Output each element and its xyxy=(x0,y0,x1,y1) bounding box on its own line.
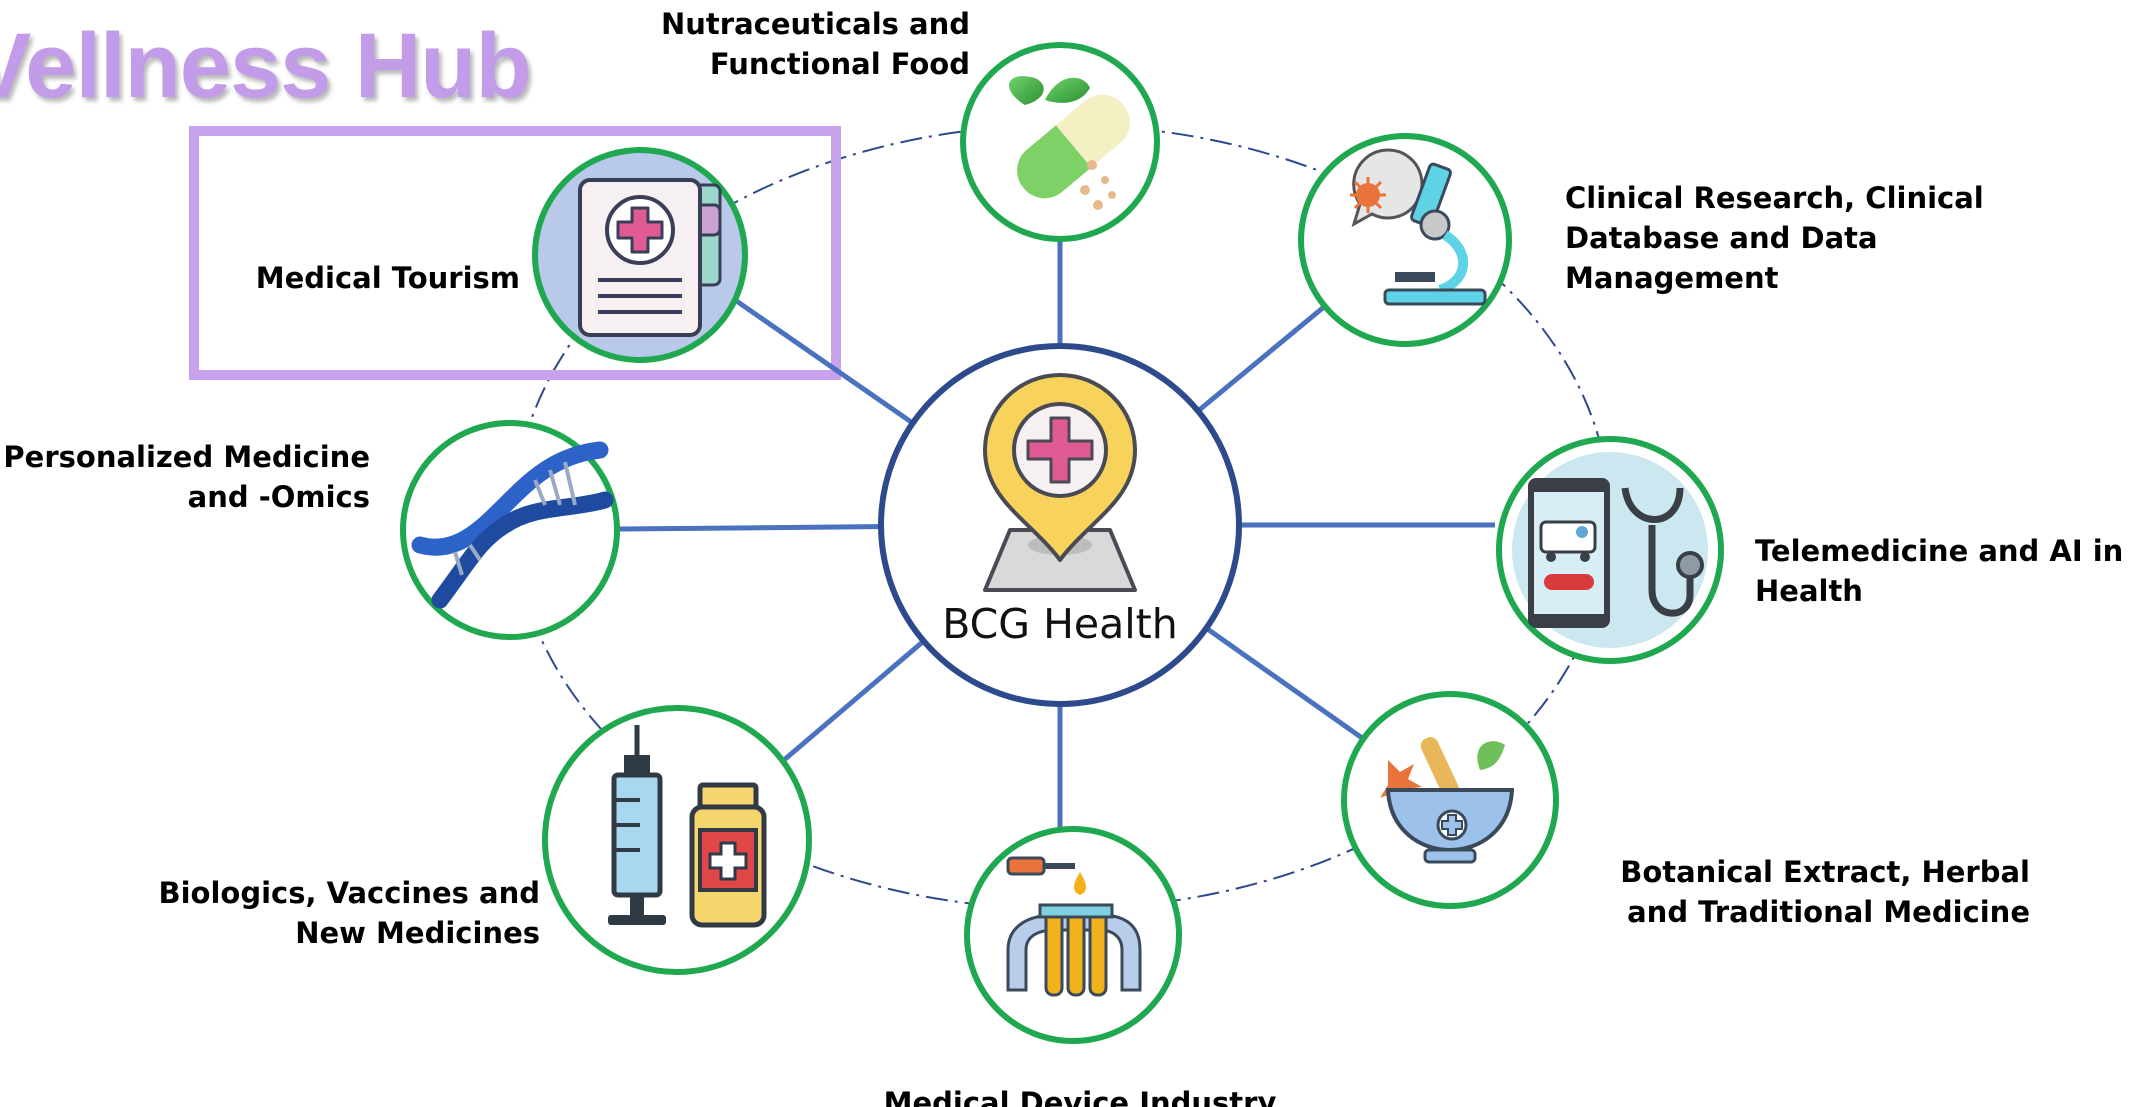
label-line: and Traditional Medicine xyxy=(1627,895,2030,929)
label-line: Botanical Extract, Herbal xyxy=(1620,855,2030,889)
hospital-location-pin-icon xyxy=(983,373,1137,592)
highlight-box xyxy=(189,126,841,380)
label-line: Functional Food xyxy=(709,47,970,81)
label-line: Telemedicine and AI in xyxy=(1755,534,2124,568)
label-biologics: Biologics, Vaccines and New Medicines xyxy=(120,873,541,953)
node-botanical xyxy=(1341,691,1559,909)
phone-stethoscope-icon xyxy=(1512,452,1708,648)
node-clinical-research xyxy=(1298,133,1512,347)
label-line: Nutraceuticals and xyxy=(661,7,970,41)
label-line: Biologics, Vaccines and xyxy=(158,876,541,910)
center-node xyxy=(878,343,1242,707)
node-personalized-medicine xyxy=(400,420,620,640)
dna-helix-icon xyxy=(411,441,614,609)
label-medical-tourism: Medical Tourism xyxy=(200,258,520,298)
label-clinical-research: Clinical Research, Clinical Database and… xyxy=(1565,178,1984,298)
label-line: Clinical Research, Clinical xyxy=(1565,181,1984,215)
center-label: BCG Health xyxy=(942,600,1178,648)
test-tubes-dropper-icon xyxy=(1006,856,1142,997)
node-medical-tourism xyxy=(532,147,748,363)
node-nutraceuticals xyxy=(960,42,1160,242)
label-line: Health xyxy=(1755,574,1863,608)
label-medical-device: Medical Device Industry xyxy=(820,1083,1340,1107)
label-line: Medical Tourism xyxy=(255,261,520,295)
label-nutraceuticals: Nutraceuticals and Functional Food xyxy=(600,4,970,84)
node-medical-device xyxy=(964,826,1182,1044)
microscope-virus-icon xyxy=(1350,148,1487,306)
label-botanical: Botanical Extract, Herbal and Traditiona… xyxy=(1560,852,2030,932)
syringe-medicine-bottle-icon xyxy=(608,725,767,928)
node-biologics xyxy=(542,705,812,975)
label-line: Management xyxy=(1565,261,1779,295)
label-line: Personalized Medicine xyxy=(3,440,370,474)
label-line: New Medicines xyxy=(295,916,540,950)
capsule-leaf-icon xyxy=(1008,76,1130,210)
mortar-pestle-herb-icon xyxy=(1380,737,1515,864)
medical-brochure-icon xyxy=(578,178,722,337)
label-personalized-medicine: Personalized Medicine and -Omics xyxy=(0,437,370,517)
label-telemedicine: Telemedicine and AI in Health xyxy=(1755,531,2123,611)
label-line: and -Omics xyxy=(187,480,370,514)
label-line: Medical Device Industry xyxy=(883,1086,1277,1107)
node-telemedicine xyxy=(1496,436,1724,664)
label-line: Database and Data xyxy=(1565,221,1878,255)
hub-title: Vellness Hub xyxy=(0,15,532,117)
